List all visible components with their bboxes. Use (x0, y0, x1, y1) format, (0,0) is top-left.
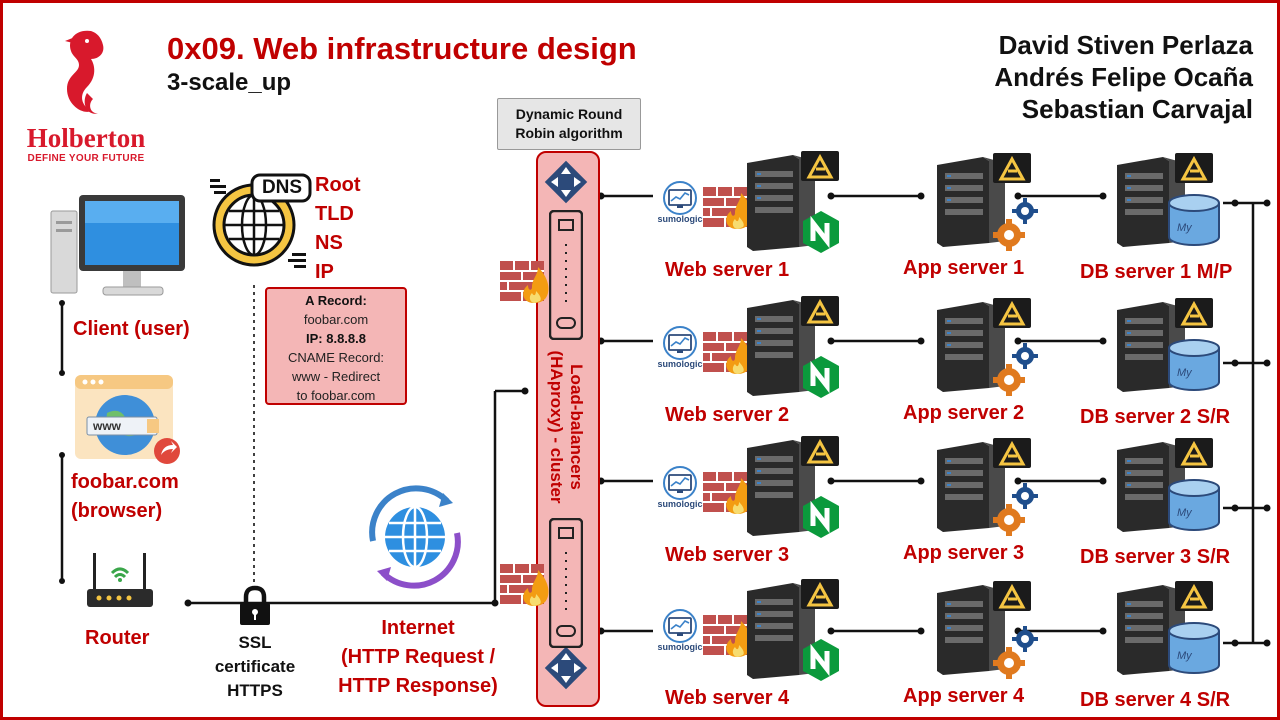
svg-text:My: My (1177, 650, 1193, 662)
db-server-label: DB server 2 S/R (1080, 406, 1231, 428)
browser-icon: www (75, 373, 190, 465)
author-2: Andrés Felipe Ocaña (994, 62, 1253, 92)
client-computer-icon (47, 193, 187, 305)
algorithm-box: Dynamic Round Robin algorithm (497, 98, 641, 150)
firewall-icon (703, 181, 755, 231)
dns-globe-icon: DNS (208, 173, 313, 273)
web-server-icon (743, 296, 843, 406)
author-3: Sebastian Carvajal (1021, 94, 1253, 124)
db-server-icon: My (1113, 298, 1225, 408)
lb-router-bottom-icon (543, 645, 589, 691)
app-server-icon (933, 153, 1045, 263)
connection-lines (59, 192, 1271, 647)
app-server-icon (933, 298, 1045, 408)
sumologic-label: sumologic (657, 499, 703, 509)
sumologic-label: sumologic (657, 642, 703, 652)
web-server-icon (743, 436, 843, 546)
dns-badge: DNS (261, 177, 303, 198)
dns-level-root: Root (315, 174, 361, 196)
cname-line1: www - Redirect (291, 369, 381, 384)
firewall-icon (703, 466, 755, 516)
ssl-line3: HTTPS (227, 681, 283, 700)
ssl-line1: SSL (238, 633, 272, 652)
cname-line2: to foobar.com (296, 388, 376, 403)
lb-router-top-icon (543, 159, 589, 205)
a-record-title: A Record: (305, 293, 367, 308)
web-server-icon (743, 151, 843, 261)
sumologic-label: sumologic (657, 359, 703, 369)
firewall-icon (500, 255, 552, 305)
web-server-label: Web server 3 (665, 544, 790, 566)
app-server-label: App server 4 (903, 685, 1025, 707)
dns-level-ip: IP (315, 261, 334, 283)
db-server-icon: My (1113, 153, 1225, 263)
dns-levels: Root TLD NS IP (315, 171, 361, 287)
lb-line1: Load-balancers (567, 364, 586, 490)
internet-line3: HTTP Response) (338, 675, 498, 697)
internet-label: Internet (HTTP Request / HTTP Response) (333, 614, 503, 701)
svg-text:My: My (1177, 222, 1193, 234)
firewall-icon (500, 558, 552, 608)
logo-name: Holberton (26, 123, 146, 153)
author-1: David Stiven Perlaza (998, 30, 1253, 60)
seahorse-icon (65, 30, 104, 114)
app-server-icon (933, 438, 1045, 548)
holberton-logo: Holberton DEFINE YOUR FUTURE (21, 25, 151, 170)
db-server-icon: My (1113, 438, 1225, 548)
browser-label-line2: (browser) (71, 500, 163, 522)
page-title: 0x09. Web infrastructure design (167, 31, 637, 66)
firewall-icon (703, 326, 755, 376)
sumologic-label: sumologic (657, 214, 703, 224)
ssl-line2: certificate (214, 657, 296, 676)
browser-label-line1: foobar.com (71, 471, 179, 493)
sumologic-monitor-icon: sumologic (655, 326, 705, 372)
logo-tagline: DEFINE YOUR FUTURE (27, 153, 145, 164)
internet-globe-icon (355, 483, 475, 591)
internet-line2: (HTTP Request / (340, 646, 496, 668)
cname-title: CNAME Record: (287, 350, 385, 365)
router-icon (85, 549, 155, 613)
dns-level-tld: TLD (315, 203, 354, 225)
db-server-label: DB server 1 M/P (1080, 261, 1233, 283)
lb-unit-bottom-icon (548, 517, 584, 649)
app-server-label: App server 3 (903, 542, 1025, 564)
sumologic-monitor-icon: sumologic (655, 609, 705, 655)
a-record-domain: foobar.com (303, 312, 369, 327)
firewall-icon (703, 609, 755, 659)
internet-line1: Internet (381, 617, 455, 639)
web-server-icon (743, 579, 843, 689)
lb-unit-top-icon (548, 209, 584, 341)
lock-icon (235, 585, 275, 627)
svg-text:My: My (1177, 507, 1193, 519)
page-subtitle: 3-scale_up (167, 69, 292, 96)
web-server-label: Web server 2 (665, 404, 790, 426)
browser-label: foobar.com (browser) (71, 468, 179, 526)
algorithm-line1: Dynamic Round (515, 106, 623, 122)
router-label: Router (85, 627, 150, 649)
dns-level-ns: NS (315, 232, 343, 254)
ssl-label: SSL certificate HTTPS (199, 631, 311, 703)
web-server-label: Web server 1 (665, 259, 790, 281)
app-server-label: App server 2 (903, 402, 1025, 424)
web-server-label: Web server 4 (665, 687, 790, 709)
algorithm-line2: Robin algorithm (515, 125, 623, 141)
ip-value: 8.8.8.8 (326, 331, 366, 346)
authors: David Stiven Perlaza Andrés Felipe Ocaña… (994, 29, 1253, 125)
client-label: Client (user) (73, 318, 190, 340)
sumologic-monitor-icon: sumologic (655, 466, 705, 512)
db-server-label: DB server 3 S/R (1080, 546, 1231, 568)
sumologic-monitor-icon: sumologic (655, 181, 705, 227)
ip-label: IP: (305, 331, 323, 346)
lb-line2: (HAproxy) - cluster (547, 350, 566, 504)
svg-text:My: My (1177, 367, 1193, 379)
db-server-label: DB server 4 S/R (1080, 689, 1231, 711)
app-server-label: App server 1 (903, 257, 1025, 279)
app-server-icon (933, 581, 1045, 691)
dns-record-box: A Record: foobar.com IP: 8.8.8.8 CNAME R… (265, 287, 407, 405)
db-server-icon: My (1113, 581, 1225, 691)
browser-url-text: www (93, 419, 122, 433)
